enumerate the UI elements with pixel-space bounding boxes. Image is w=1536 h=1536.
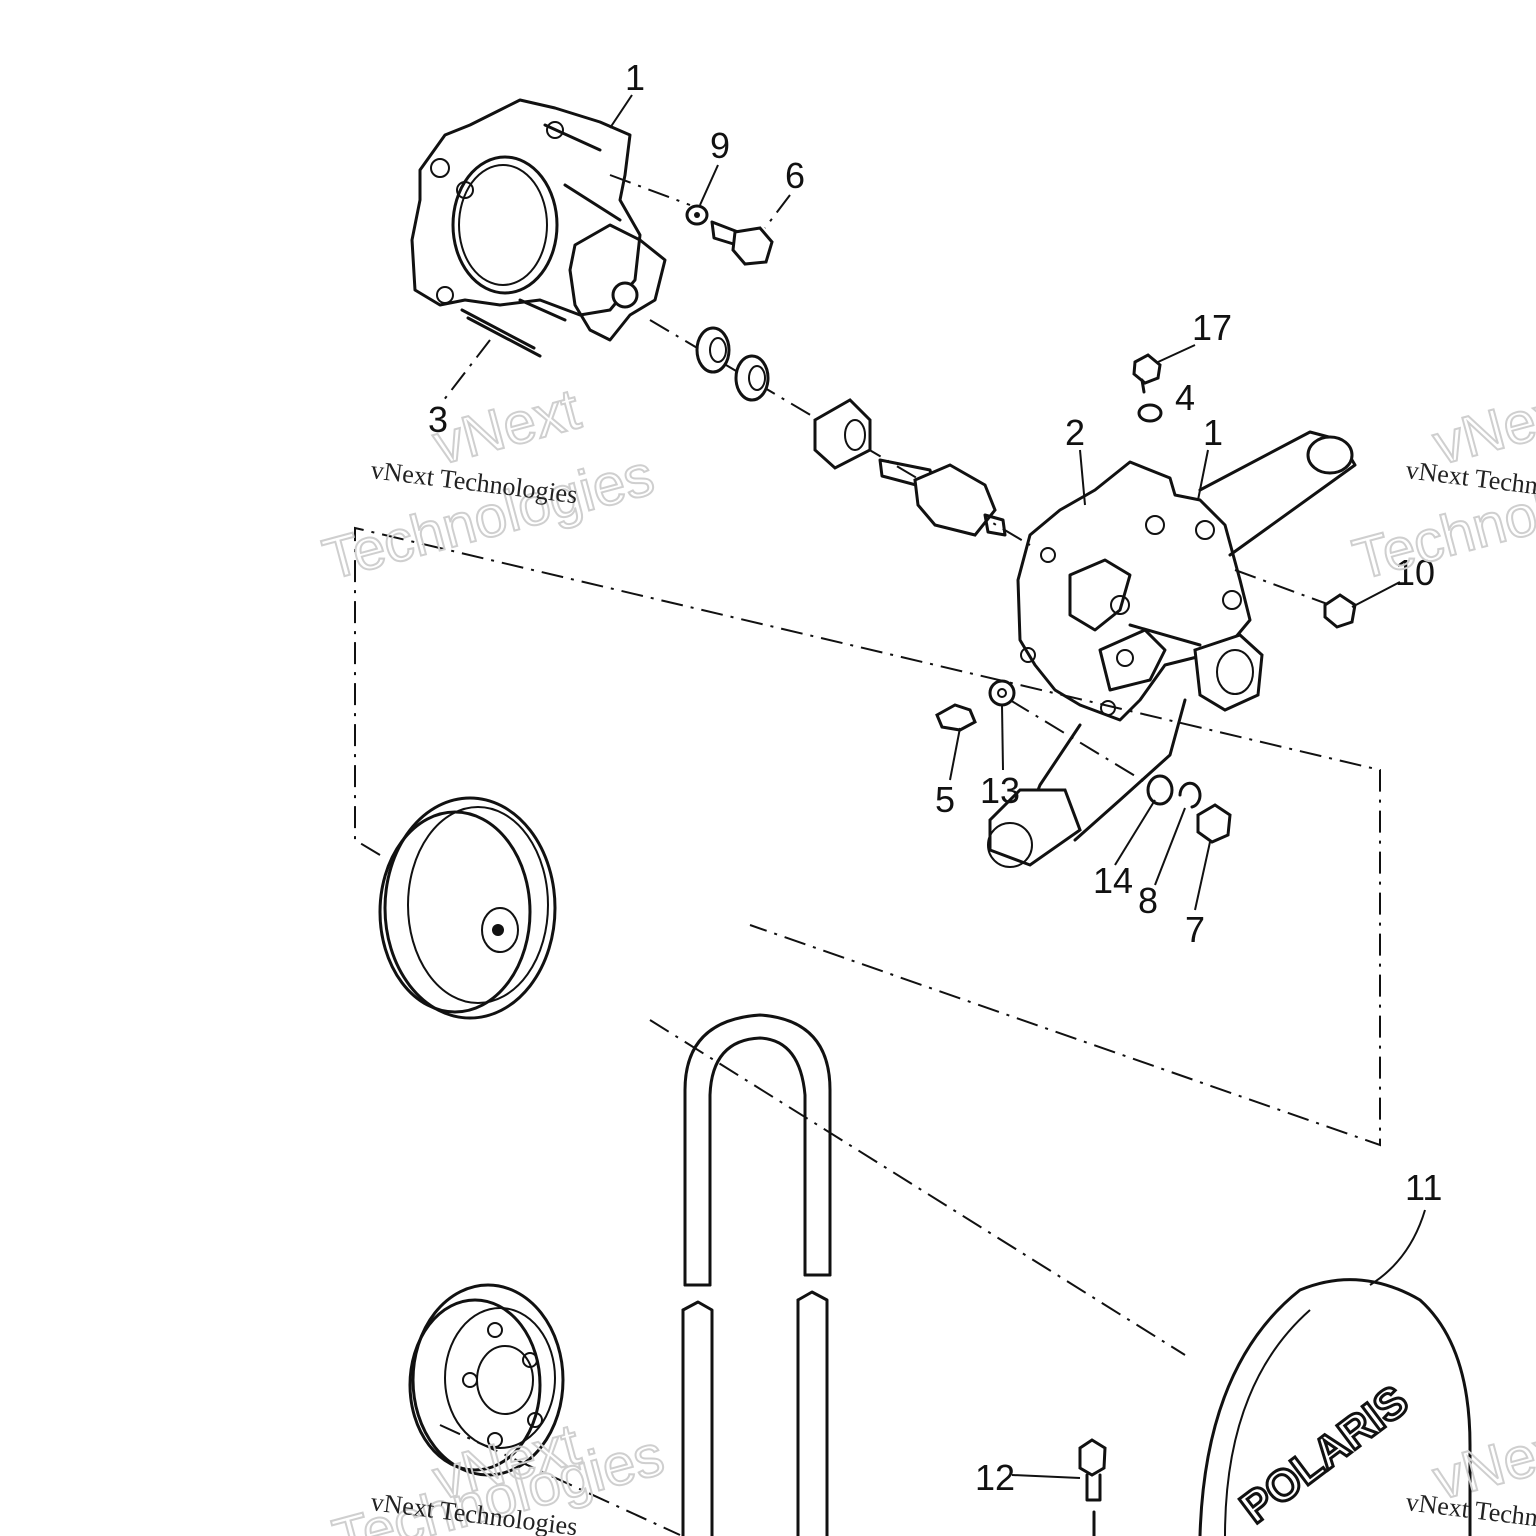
callout-17: 17 (1192, 307, 1232, 348)
washer-part-4 (1137, 403, 1163, 423)
washer-part-13 (988, 679, 1016, 707)
watermark-line1: vNext (427, 376, 587, 477)
nut-part-10 (1323, 593, 1357, 629)
bearing (813, 398, 872, 470)
callout-2: 2 (1065, 412, 1085, 453)
nut-part-7 (1196, 803, 1232, 844)
centerlines (354, 174, 1381, 1536)
callout-3: 3 (428, 399, 448, 440)
callout-13: 13 (980, 770, 1020, 811)
lockwasher-part-8 (1178, 781, 1202, 809)
callout-1: 1 (625, 57, 645, 98)
callout-14: 14 (1093, 860, 1133, 901)
callout-5: 5 (935, 779, 955, 820)
watermarks: vNext Technologies vNext Technologies vN… (316, 375, 1536, 1536)
driven-pulley (378, 796, 557, 1020)
cover-logo: POLARIS (1232, 1376, 1418, 1533)
callout-6: 6 (785, 155, 805, 196)
pump-housing-part-1 (410, 98, 667, 342)
callout-9: 9 (710, 125, 730, 166)
bolt-part-12 (1078, 1438, 1107, 1536)
pump-cover-part-2 (987, 430, 1357, 868)
drive-pulley (408, 1283, 565, 1477)
washer-part-14 (1146, 774, 1174, 806)
callout-12: 12 (975, 1457, 1015, 1498)
callouts: 1 9 6 3 17 4 2 1 10 5 13 14 8 7 11 12 (428, 57, 1442, 1498)
callout-1-right: 1 (1203, 412, 1223, 453)
bolt-part-6 (710, 220, 774, 266)
callout-11: 11 (1405, 1167, 1442, 1208)
drain-plug-part-5 (935, 703, 977, 732)
stud-part-3 (439, 308, 542, 406)
bleed-screw-part-17 (1132, 353, 1162, 394)
callout-4: 4 (1175, 377, 1195, 418)
leader-lines (609, 94, 1426, 1479)
seal-ring-1 (695, 326, 731, 374)
seal-ring-2 (734, 354, 770, 402)
callout-7: 7 (1185, 909, 1205, 950)
drive-belt (681, 1013, 832, 1536)
washer-part-9 (685, 204, 709, 226)
pump-shaft (878, 458, 1007, 537)
callout-10: 10 (1395, 552, 1435, 593)
callout-8: 8 (1138, 880, 1158, 921)
